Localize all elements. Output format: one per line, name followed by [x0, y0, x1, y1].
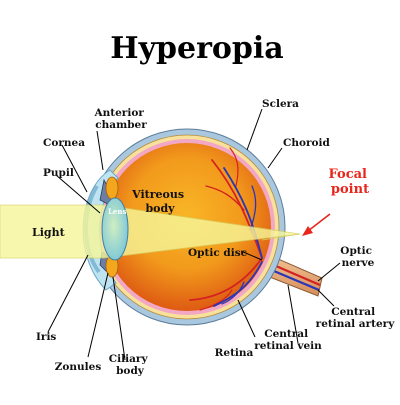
- label-focal-point: Focal point: [329, 167, 372, 197]
- lens: [101, 197, 129, 261]
- label-central-retinal-vein: Central retinal vein: [254, 328, 322, 352]
- label-lens: Lens: [108, 207, 126, 216]
- label-central-retinal-artery: Central retinal artery: [316, 306, 396, 330]
- focal-arrow: [302, 213, 331, 236]
- label-choroid: Choroid: [283, 137, 331, 149]
- label-ciliary-body: Ciliary body: [109, 353, 151, 377]
- label-cornea: Cornea: [43, 137, 85, 149]
- label-anterior-chamber: Anterior chamber: [93, 107, 147, 131]
- label-retina: Retina: [215, 347, 254, 359]
- label-optic-disc: Optic disc: [188, 247, 247, 259]
- label-iris: Iris: [36, 331, 56, 343]
- leader-lines: [47, 108, 341, 361]
- light-beam: [0, 204, 301, 259]
- label-zonules: Zonules: [55, 361, 102, 373]
- label-light: Light: [32, 226, 66, 239]
- title: Hyperopia: [110, 31, 283, 66]
- label-optic-nerve: Optic nerve: [340, 245, 375, 269]
- label-sclera: Sclera: [262, 98, 299, 110]
- retinal-vessels: [189, 147, 263, 311]
- label-vitreous-body: Vitreous body: [131, 188, 188, 215]
- label-pupil: Pupil: [43, 167, 74, 179]
